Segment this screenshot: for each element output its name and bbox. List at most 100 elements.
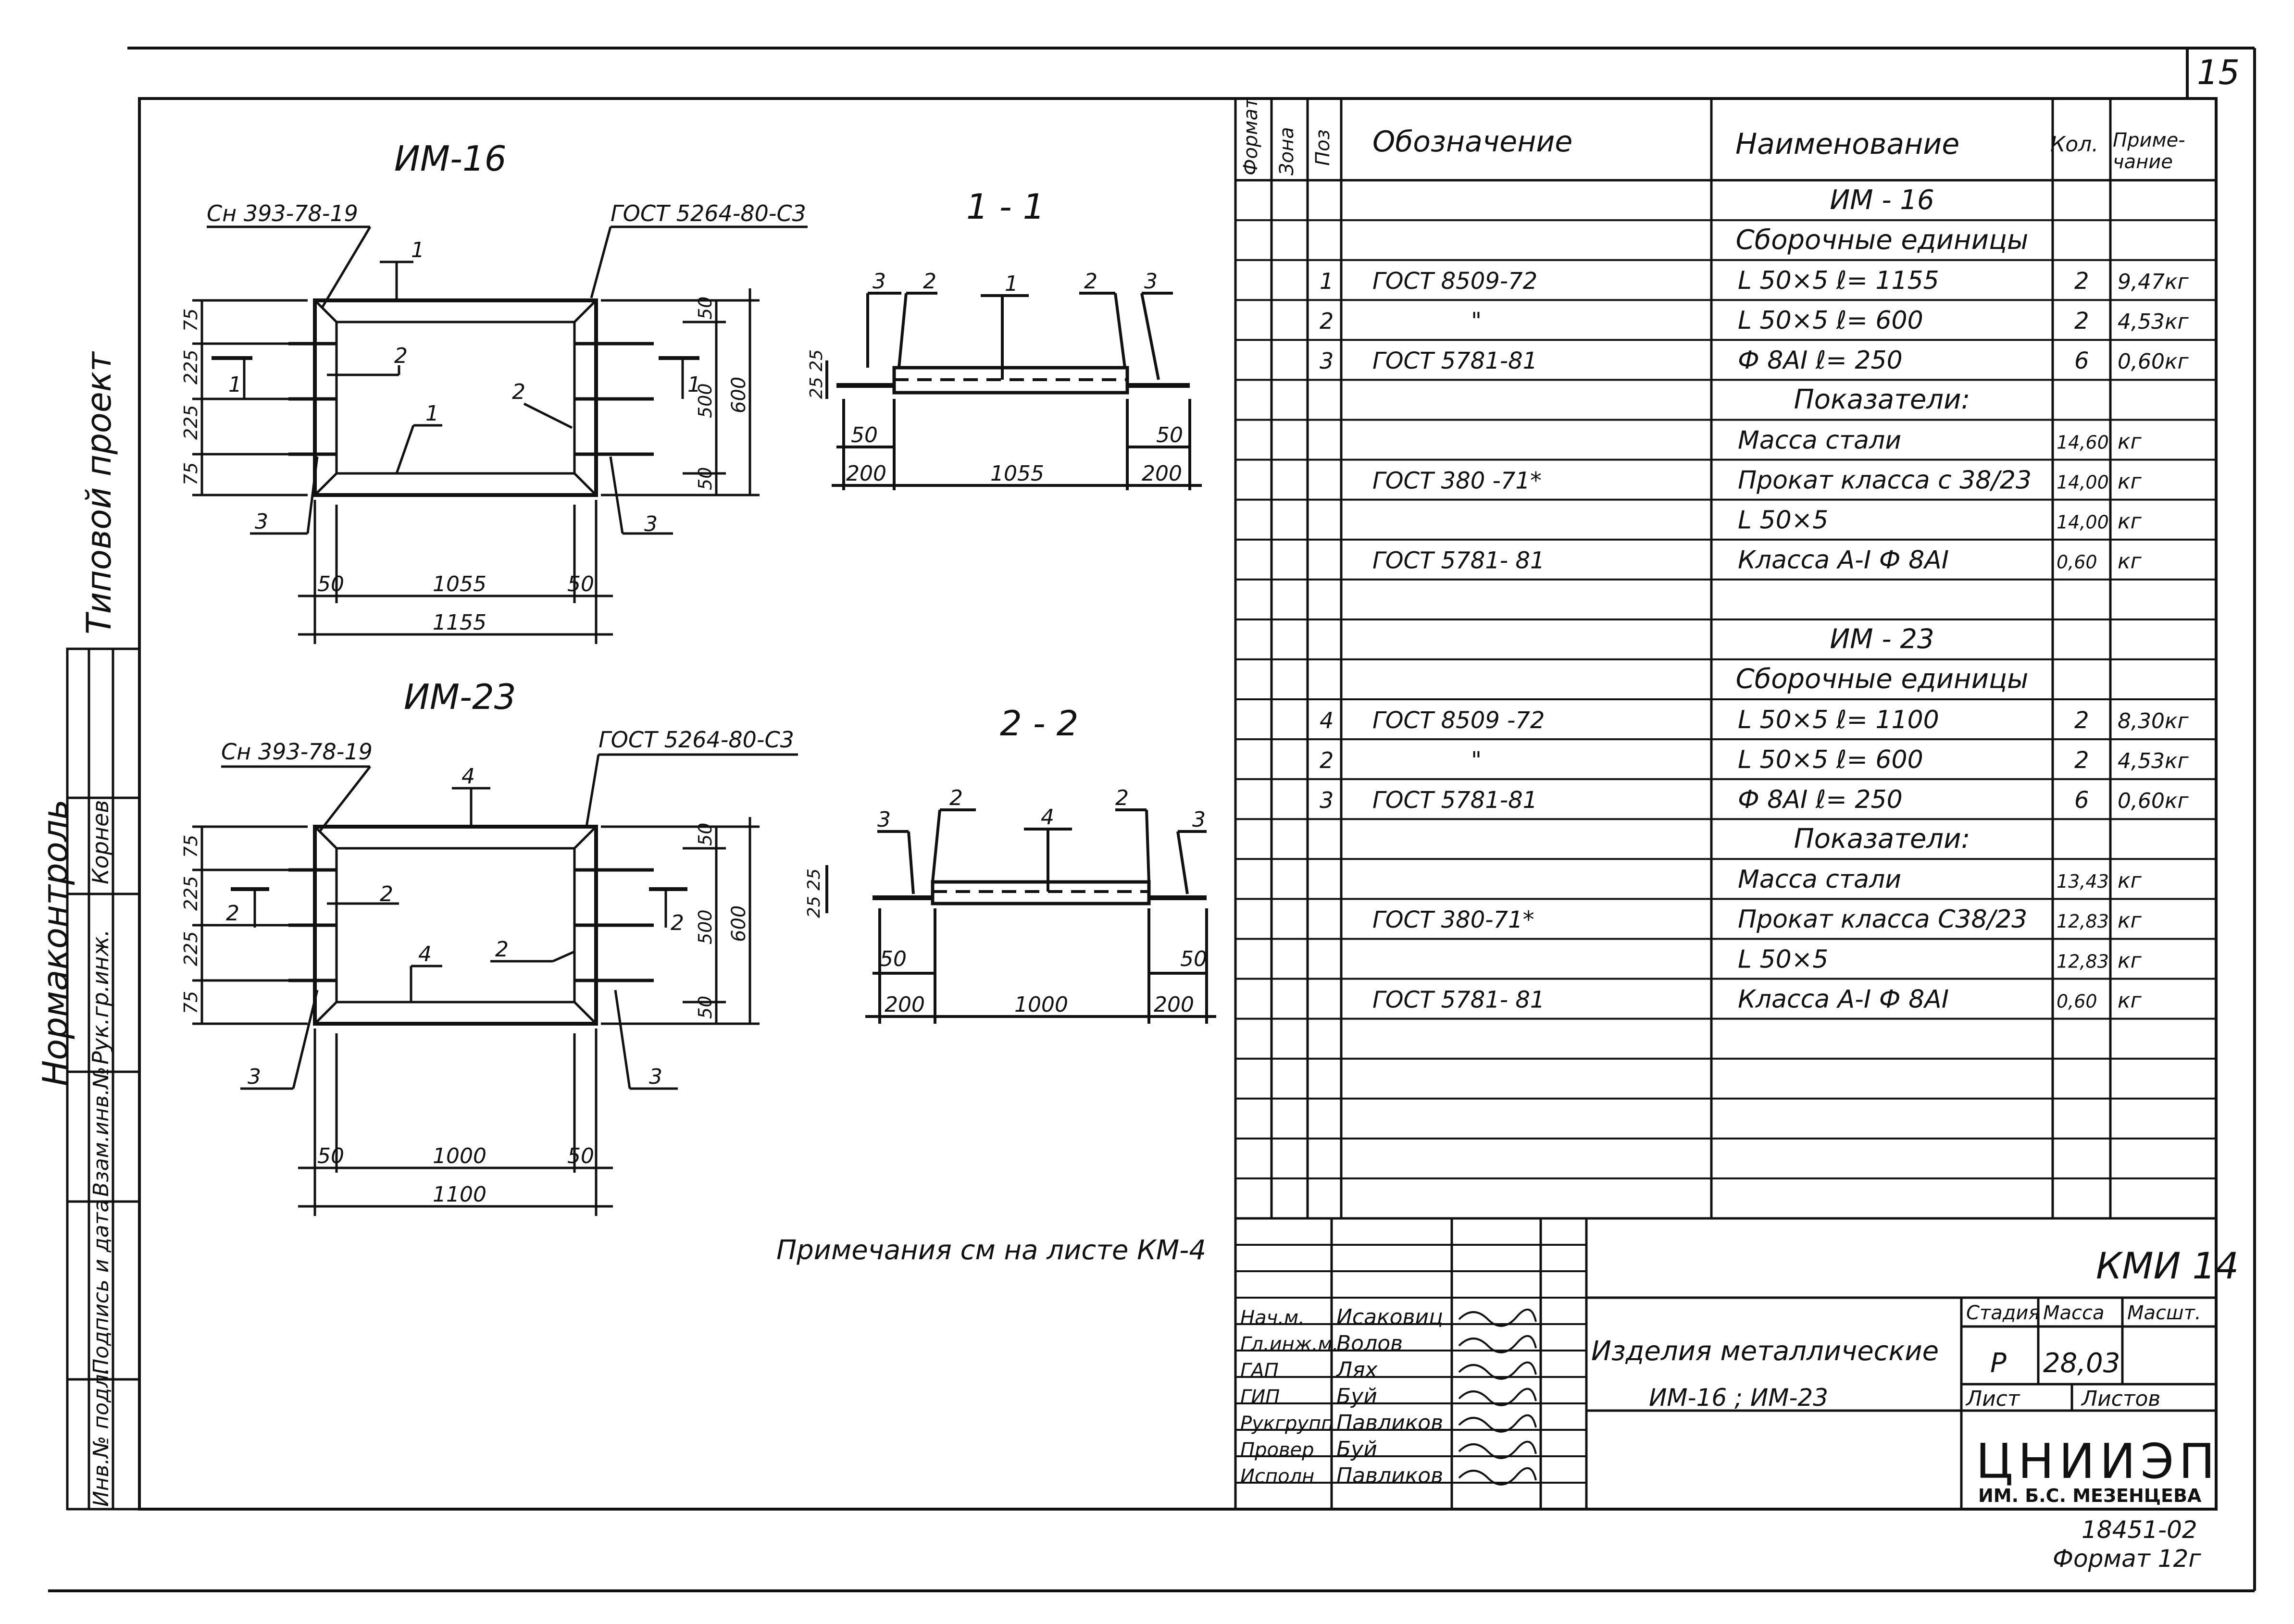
row-note: кг xyxy=(2118,549,2142,574)
plan-im16: ИМ-16 Сн 393-78-19 ГОСТ 5264-80-С3 xyxy=(180,138,808,644)
dim-label: 50 xyxy=(695,823,716,846)
dim-label: 3 xyxy=(644,512,658,536)
signature-mark xyxy=(1458,1388,1537,1406)
sec-pos: 1 xyxy=(1005,272,1018,296)
margin-row-name: Корнев xyxy=(87,800,113,885)
dim-label: 200 xyxy=(1142,461,1182,486)
dim-label: 600 xyxy=(728,905,750,942)
stage-value: Р xyxy=(1990,1348,2007,1379)
margin-row-label: Рук.гр.инж. xyxy=(87,930,113,1065)
row-name: Ф 8АI ℓ= 250 xyxy=(1738,785,1903,814)
row-designation: ГОСТ 5781- 81 xyxy=(1372,986,1545,1013)
dim-label: 50 xyxy=(880,947,907,971)
row-qty: 14,60 xyxy=(2057,432,2109,453)
signer-name: Павликов xyxy=(1336,1463,1443,1488)
section-mark: 1 xyxy=(228,372,242,397)
row-pos: 1 xyxy=(1320,268,1334,294)
row-note: 8,30кг xyxy=(2118,709,2189,733)
signature-mark xyxy=(1458,1335,1537,1353)
dim-label: 50 xyxy=(695,297,716,320)
margin-row-label: Инв.№ подл. xyxy=(89,1367,113,1507)
row-qty: 2 xyxy=(2074,707,2089,734)
dim-label: 500 xyxy=(695,383,716,418)
signer-name: Исаковиц xyxy=(1336,1305,1443,1329)
signer-role: ГИП xyxy=(1240,1386,1280,1408)
row-pos: 3 xyxy=(1320,787,1334,813)
page-number: 15 xyxy=(2197,53,2240,92)
dim-label: 50 xyxy=(317,572,344,596)
dim-label: 25 25 xyxy=(807,349,826,399)
col-header-pos: Поз xyxy=(1312,129,1334,166)
left-margin-stamp: Типовой проект Нормаконтроль Рук.гр.инж.… xyxy=(35,351,141,1511)
row-name: L 50×5 ℓ= 1100 xyxy=(1738,706,1939,734)
row-note: кг xyxy=(2118,429,2142,454)
row-name: Прокат класса С38/23 xyxy=(1738,905,2027,934)
signature-mark xyxy=(1458,1361,1537,1380)
dim-label: 1055 xyxy=(990,461,1044,486)
section-2-2: 2 - 2 3 2 4 2 3 25 25 50 50 200 xyxy=(804,703,1216,1024)
dim-label: 50 xyxy=(851,423,878,447)
signature-mark xyxy=(1458,1467,1537,1486)
row-qty: 6 xyxy=(2074,347,2089,374)
signature-mark xyxy=(1458,1440,1537,1459)
item-title-1: Изделия металлические xyxy=(1591,1336,1939,1367)
dim-label: 225 xyxy=(180,405,201,440)
row-designation: " xyxy=(1471,308,1482,335)
row-name: Класса А-I Ф 8АI xyxy=(1738,546,1949,575)
sec-pos: 4 xyxy=(1041,805,1054,830)
row-name: Сборочные единицы xyxy=(1736,664,2029,695)
dim-label: 1 xyxy=(411,238,424,262)
dim-label: 2 xyxy=(394,344,408,368)
row-name: Показатели: xyxy=(1794,384,1970,415)
row-name: Класса А-I Ф 8АI xyxy=(1738,985,1949,1014)
table-row: Сборочные единицы xyxy=(1235,664,2216,700)
dim-label: 200 xyxy=(846,461,886,486)
signature-mark xyxy=(1458,1414,1537,1433)
dim-label: 50 xyxy=(1180,947,1207,971)
sec-pos: 2 xyxy=(1084,269,1097,294)
row-name: Показатели: xyxy=(1794,823,1970,855)
row-note: кг xyxy=(2118,509,2142,533)
dim-label: 2 xyxy=(512,380,525,404)
row-note: 9,47кг xyxy=(2118,270,2189,294)
dim-label: 3 xyxy=(248,1065,261,1089)
dim-label: 75 xyxy=(180,309,201,332)
row-name: Сборочные единицы xyxy=(1736,224,2029,256)
row-name: L 50×5 xyxy=(1738,506,1828,534)
sec-pos: 3 xyxy=(1192,807,1206,832)
col-header-note-2: чание xyxy=(2113,151,2173,173)
dim-label: 25 25 xyxy=(804,868,824,918)
row-name: Ф 8АI ℓ= 250 xyxy=(1738,346,1903,375)
section-title: 2 - 2 xyxy=(1000,703,1078,744)
col-header-designation: Обозначение xyxy=(1372,125,1572,159)
row-name: ИМ - 23 xyxy=(1830,624,1934,655)
row-name: L 50×5 xyxy=(1738,945,1828,974)
section-title: 1 - 1 xyxy=(966,186,1045,227)
sec-pos: 2 xyxy=(1115,786,1129,810)
row-name: ИМ - 16 xyxy=(1830,185,1934,216)
mass-label: Масса xyxy=(2043,1302,2105,1324)
plan-im23: ИМ-23 Сн 393-78-19 ГОСТ 5264-80-С3 xyxy=(180,677,798,1216)
callout-left: Сн 393-78-19 xyxy=(207,200,358,226)
dim-label: 1000 xyxy=(433,1144,486,1168)
col-header-format: Формат xyxy=(1240,97,1262,175)
row-pos: 2 xyxy=(1320,747,1334,773)
col-header-zone: Зона xyxy=(1276,127,1298,175)
dim-label: 3 xyxy=(255,509,268,534)
col-header-name: Наименование xyxy=(1735,127,1959,161)
drawing-title-im16: ИМ-16 xyxy=(394,138,507,179)
row-note: кг xyxy=(2118,868,2142,893)
dim-label: 500 xyxy=(695,909,716,944)
dim-label: 4 xyxy=(461,764,475,789)
org-subtitle: ИМ. Б.С. МЕЗЕНЦЕВА xyxy=(1978,1485,2202,1506)
